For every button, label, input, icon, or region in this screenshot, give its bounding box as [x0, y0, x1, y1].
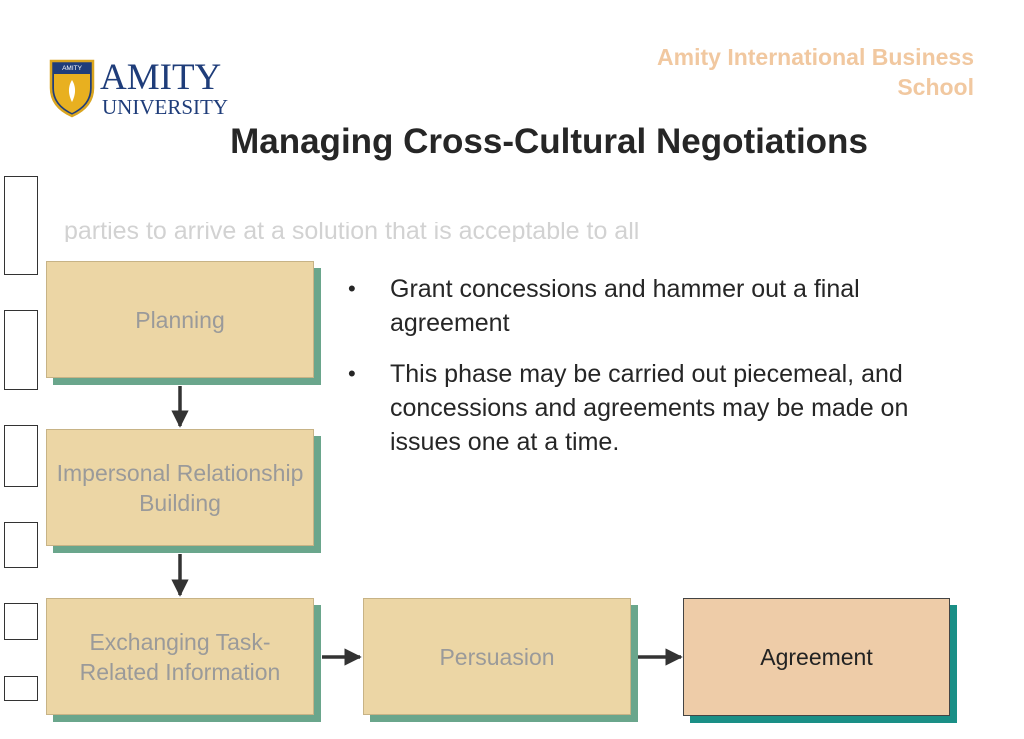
bullet-marker: •	[348, 361, 356, 386]
step-planning: Planning	[46, 261, 321, 385]
step-agreement: Agreement	[683, 598, 957, 723]
side-outline-box	[4, 176, 38, 275]
bullet-text: This phase may be carried out piecemeal,…	[390, 360, 909, 456]
school-name: Amity International Business School	[574, 42, 974, 102]
side-outline-box	[4, 310, 38, 390]
bullet-text: Grant concessions and hammer out a final…	[390, 275, 860, 337]
logo-name: AMITY	[100, 57, 222, 98]
school-name-line1: Amity International Business	[657, 44, 974, 70]
school-name-line2: School	[897, 74, 974, 100]
step-label: Planning	[46, 261, 314, 378]
shield-badge-text: AMITY	[62, 65, 83, 72]
step-persuasion: Persuasion	[363, 598, 638, 722]
side-outline-box	[4, 676, 38, 701]
step-exchanging-information: Exchanging Task-Related Information	[46, 598, 321, 722]
logo-subtitle: UNIVERSITY	[102, 95, 228, 119]
side-outline-box	[4, 522, 38, 568]
step-relationship-building: Impersonal Relationship Building	[46, 429, 321, 553]
bullet-item: • Grant concessions and hammer out a fin…	[348, 272, 948, 340]
step-label: Persuasion	[363, 598, 631, 715]
faded-text-line: parties to arrive at a solution that is …	[64, 222, 640, 242]
side-outline-box	[4, 603, 38, 640]
bullet-item: • This phase may be carried out piecemea…	[348, 357, 948, 459]
slide-title: Managing Cross-Cultural Negotiations	[230, 122, 868, 161]
side-outline-box	[4, 425, 38, 487]
bullet-list: • Grant concessions and hammer out a fin…	[348, 272, 948, 476]
step-label: Impersonal Relationship Building	[46, 429, 314, 546]
shield-logo-icon: AMITY	[49, 59, 95, 118]
amity-logo: AMITY AMITY UNIVERSITY	[48, 58, 228, 122]
step-label: Agreement	[683, 598, 950, 716]
bullet-marker: •	[348, 276, 356, 301]
step-label: Exchanging Task-Related Information	[46, 598, 314, 715]
